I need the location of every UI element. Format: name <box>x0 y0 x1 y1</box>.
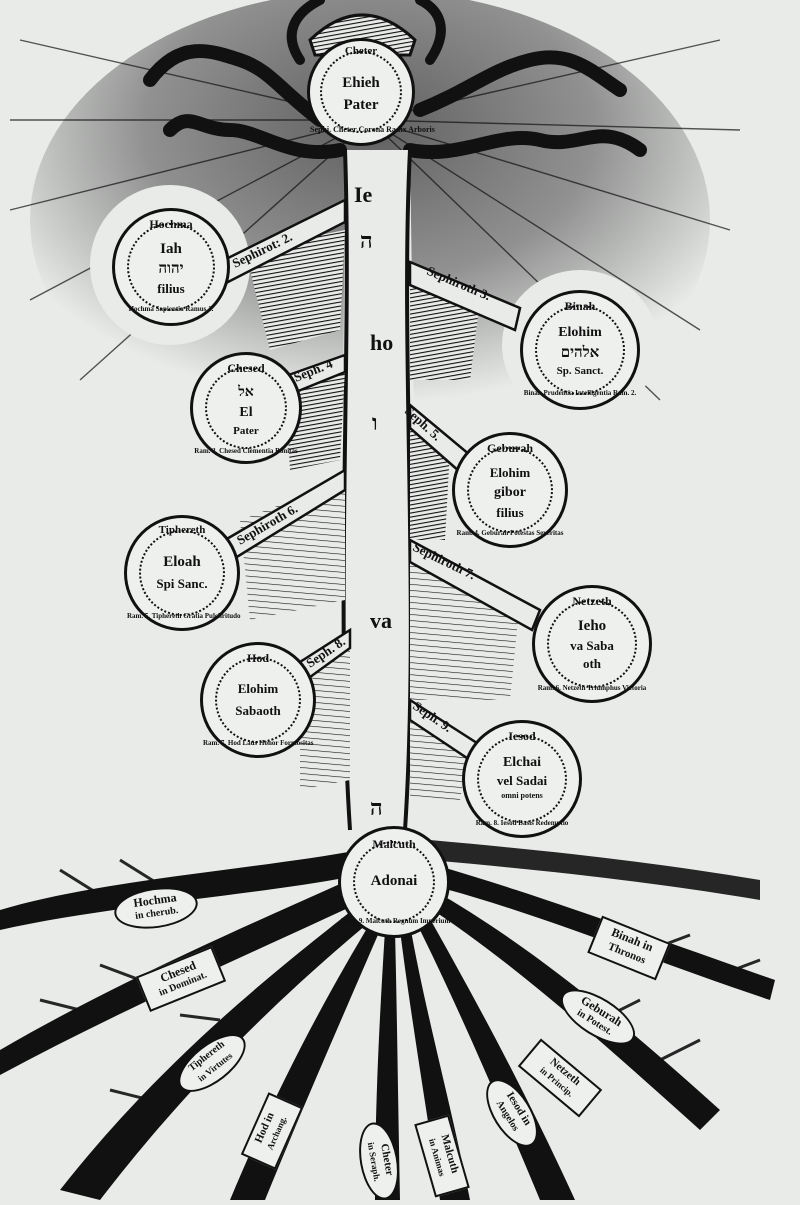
medallion-iesod[interactable]: Iesod Elchai vel Sadai omni potens Ram. … <box>462 720 582 838</box>
medallion-netzeth[interactable]: Netzeth Ieho va Saba oth Ram. 6. Netzeth… <box>532 585 652 703</box>
medallion-malcuth[interactable]: Malcuth Adonai Ram. 9. Malcuth Regnum Im… <box>338 826 450 938</box>
trunk <box>240 149 520 840</box>
medallion-cheter[interactable]: Cheter Ehieh Pater Sephi. Cheter Corona … <box>307 38 435 146</box>
medallion-hochma[interactable]: Hochma Iah יהוה filius Hochma Sapientia … <box>112 208 230 326</box>
medallion-chesed[interactable]: Chesed אל El Pater Ram. 3. Chesed Clemen… <box>190 352 302 464</box>
crown-branches <box>143 0 647 160</box>
medallion-hod[interactable]: Hod Elohim Sabaoth Ram. 7. Hod Laus Hono… <box>200 642 316 758</box>
medallion-binah[interactable]: Binah Elohim אלהים Sp. Sanct. Binah Prud… <box>520 290 640 410</box>
medallion-tiphereth[interactable]: Tiphereth Eloah Spi Sanc. Ram. 5. Tipher… <box>124 515 241 631</box>
medallion-geburah[interactable]: Geburah Elohim gibor filius Ram. 4. Gebu… <box>452 432 568 548</box>
